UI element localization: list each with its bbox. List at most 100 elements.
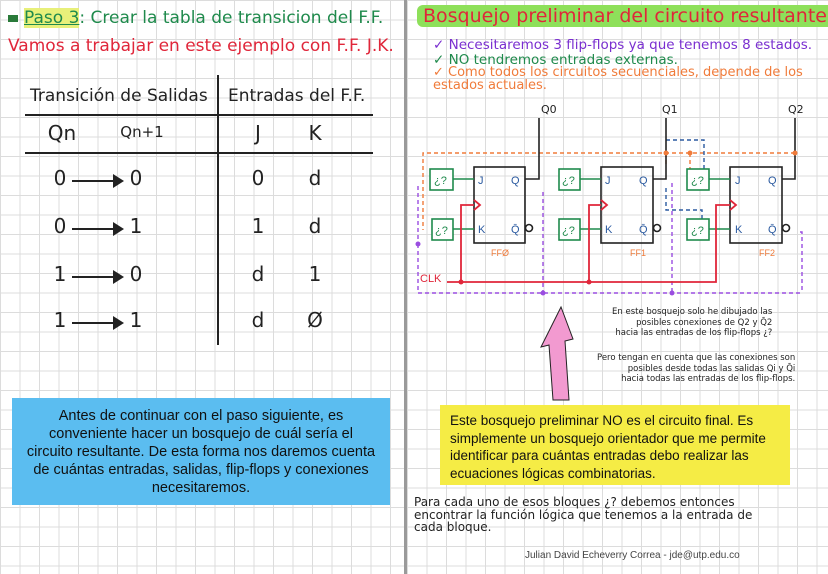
q1-label: Q1 (662, 103, 678, 116)
block-j1 (558, 168, 581, 191)
q0-wire (525, 118, 540, 180)
note-box: Este bosquejo preliminar NO es el circui… (440, 405, 790, 485)
cell-qn: 1 (53, 262, 67, 286)
pin-qbar: Q̄ (511, 223, 520, 236)
pin-qbar: Q̄ (639, 223, 648, 236)
pin-q: Q (511, 175, 520, 187)
block-k1 (558, 218, 581, 241)
ff0-label: FFØ (491, 248, 509, 258)
clock-wire (447, 204, 730, 283)
annotation-line: posibles desde todas las salidas Qi y Q̄… (627, 363, 796, 374)
q0-label: Q0 (541, 103, 557, 116)
block-label: ¿? (691, 175, 704, 187)
cell-qn: 0 (53, 214, 67, 238)
cell-k: Ø (307, 308, 323, 332)
header-entradas: Entradas del F.F. (228, 86, 366, 106)
annotation-line: hacia las entradas de los flip-flops ¿? (615, 328, 773, 338)
note-box: Antes de continuar con el paso siguiente… (12, 398, 390, 505)
page-divider (404, 0, 407, 574)
pin-qbar: Q̄ (768, 223, 777, 236)
subtitle: Vamos a trabajar en este ejemplo con F.F… (8, 36, 394, 56)
pink-arrow-icon (540, 305, 574, 401)
right-page: Bosquejo preliminar del circuito resulta… (407, 0, 828, 574)
block-j2 (686, 168, 710, 191)
cell-qn1: 0 (129, 262, 143, 286)
step-label: Paso 3 (24, 8, 80, 28)
pin-q: Q (768, 175, 777, 187)
col-qn1: Qn+1 (120, 123, 164, 141)
feedback-blue (665, 139, 705, 220)
block-j0 (429, 168, 454, 191)
bullet-2: ✓ NO tendremos entradas externas. (433, 52, 678, 68)
block-label: ¿? (435, 225, 448, 237)
annotation-1: En este bosquejo solo he dibujado las po… (612, 307, 772, 339)
pin-k: K (605, 224, 613, 236)
col-k: K (308, 121, 322, 145)
arrow-icon (72, 174, 124, 188)
cell-k: d (308, 214, 322, 238)
annotation-line: posibles conexiones de Q2 y Q̄2 (636, 317, 773, 328)
pin-k: K (478, 224, 486, 236)
pin-j: J (735, 175, 741, 187)
closing-line: encontrar la función lógica que tenemos … (414, 507, 753, 522)
table-divider (25, 152, 373, 154)
bullet-text: Como todos los circuitos secuenciales, d… (433, 65, 803, 93)
title-text: Bosquejo preliminar del circuito resulta… (417, 5, 828, 27)
bullet-text: NO tendremos entradas externas. (448, 52, 678, 68)
block-label: ¿? (562, 175, 575, 187)
bullet-text: Necesitaremos 3 flip-flops ya que tenemo… (448, 37, 813, 53)
annotation-line: Pero tengan en cuenta que las conexiones… (597, 353, 796, 363)
block-label: ¿? (434, 175, 447, 187)
arrow-icon (72, 222, 124, 236)
block-label: ¿? (562, 225, 575, 237)
cell-qn1: 0 (129, 166, 143, 190)
cell-j: 0 (251, 166, 265, 190)
table-vertical-divider (217, 75, 219, 345)
block-k2 (686, 218, 710, 241)
cell-qn1: 1 (129, 308, 143, 332)
col-qn: Qn (47, 121, 77, 145)
closing-line: Para cada uno de esos bloques ¿? debemos… (414, 495, 735, 509)
block-label: ¿? (691, 225, 704, 237)
step-heading: Paso 3: Crear la tabla de transicion del… (8, 8, 383, 28)
bullet-icon (8, 14, 18, 22)
bullet-3: ✓ Como todos los circuitos secuenciales,… (433, 65, 803, 93)
table-divider (25, 114, 373, 116)
footer: Julian David Echeverry Correa - jde@utp.… (525, 550, 740, 561)
closing-line: cada bloque. (414, 520, 492, 534)
q2-label: Q2 (788, 103, 804, 116)
annotation-line: En este bosquejo solo he dibujado las (612, 307, 773, 317)
step-title: : Crear la tabla de transicion del F.F. (79, 8, 384, 28)
annotation-2: Pero tengan en cuenta que las conexiones… (597, 353, 795, 385)
feedback-orange (422, 152, 795, 230)
feedback-purple (417, 183, 803, 294)
col-j: J (255, 121, 261, 145)
q1-wire (653, 118, 667, 180)
annotation-line: hacia todas las entradas de los flip-flo… (621, 374, 796, 384)
cell-j: d (251, 262, 265, 286)
ff2-label: FF2 (759, 248, 775, 258)
header-transicion: Transición de Salidas (30, 86, 208, 106)
cell-qn: 0 (53, 166, 67, 190)
bullet-1: ✓ Necesitaremos 3 flip-flops ya que tene… (433, 37, 813, 53)
cell-j: d (251, 308, 265, 332)
cell-qn: 1 (53, 308, 67, 332)
pin-k: K (735, 224, 743, 236)
clk-label: CLK (420, 273, 442, 285)
left-page: Paso 3: Crear la tabla de transicion del… (0, 0, 404, 574)
block-k0 (431, 218, 454, 241)
cell-k: 1 (308, 262, 322, 286)
pin-j: J (478, 175, 484, 187)
arrow-icon (72, 270, 124, 284)
circuit-sketch: J K Q Q̄ J K Q Q̄ J K Q Q̄ ¿? ¿? ¿? ¿? ¿… (415, 103, 804, 296)
cell-k: d (308, 166, 322, 190)
q2-wire (782, 118, 796, 180)
arrow-icon (72, 316, 124, 330)
pin-q: Q (639, 175, 648, 187)
pin-j: J (605, 175, 611, 187)
right-title: Bosquejo preliminar del circuito resulta… (417, 5, 828, 27)
ff1-label: FF1 (630, 248, 646, 258)
cell-j: 1 (251, 214, 265, 238)
cell-qn1: 1 (129, 214, 143, 238)
closing-text: Para cada uno de esos bloques ¿? debemos… (414, 496, 752, 534)
